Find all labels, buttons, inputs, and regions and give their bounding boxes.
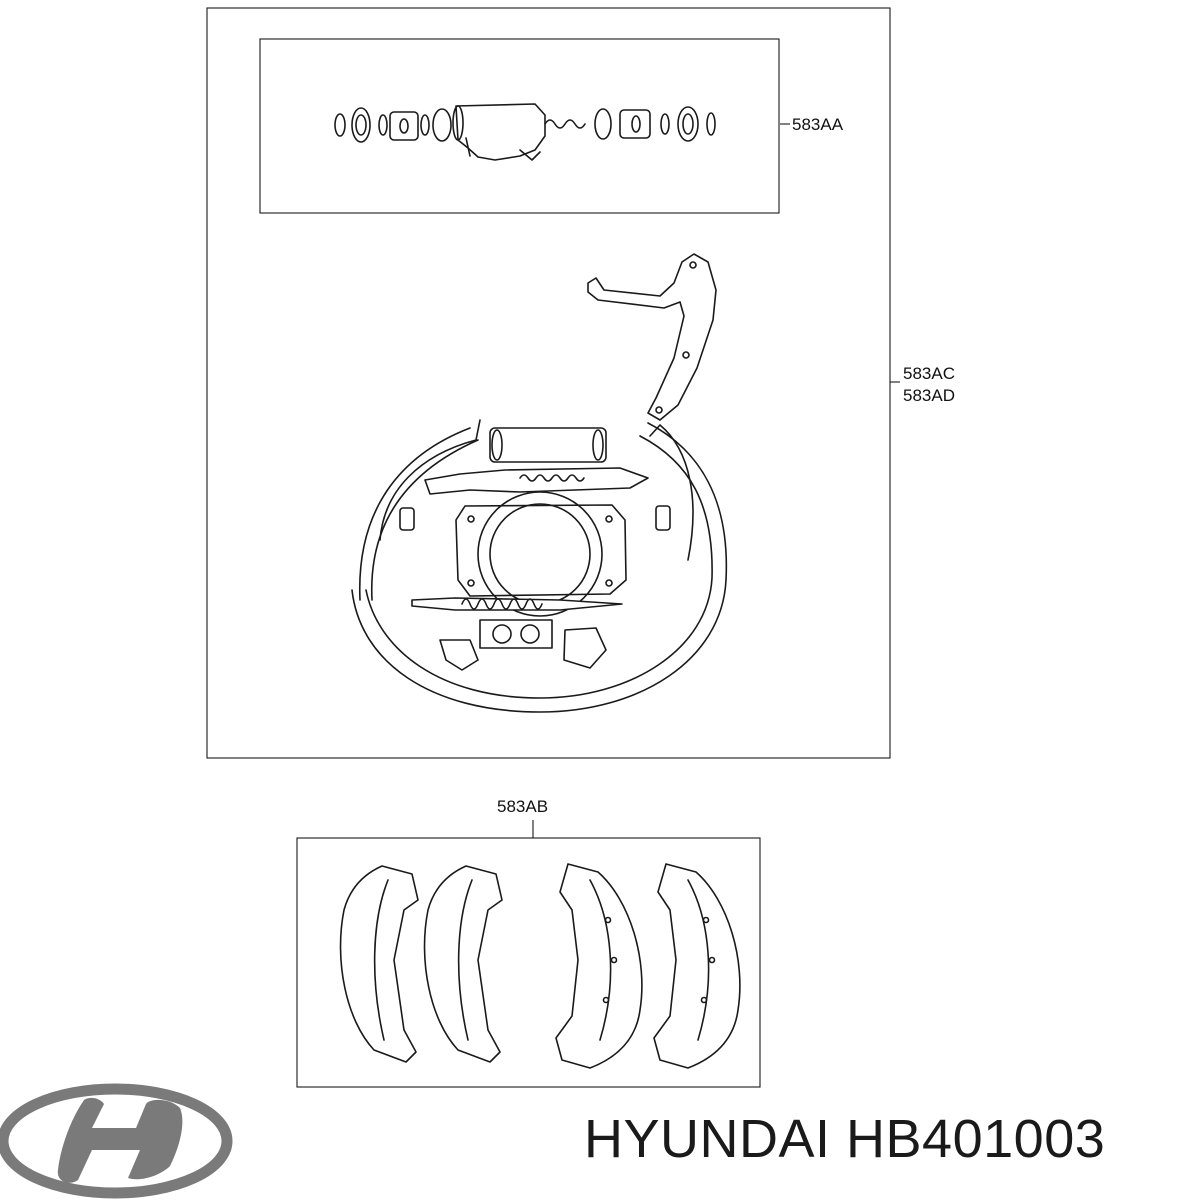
callout-583aa: 583AA — [792, 115, 844, 134]
callout-583ac: 583AC — [903, 364, 955, 383]
wheel-cylinder-kit — [259, 38, 780, 214]
part-caption: HYUNDAI HB401003 — [584, 1112, 1105, 1166]
assembly-frame — [206, 7, 891, 759]
brake-backing-plate — [351, 419, 728, 713]
brake-shoe-set — [296, 837, 761, 1088]
callout-583ab: 583AB — [497, 797, 548, 816]
brand-name: HYUNDAI — [584, 1109, 831, 1169]
callout-583ad: 583AD — [903, 386, 955, 405]
parking-brake-lever — [587, 253, 717, 421]
hyundai-logo — [0, 1083, 233, 1199]
part-number: HB401003 — [846, 1109, 1106, 1169]
